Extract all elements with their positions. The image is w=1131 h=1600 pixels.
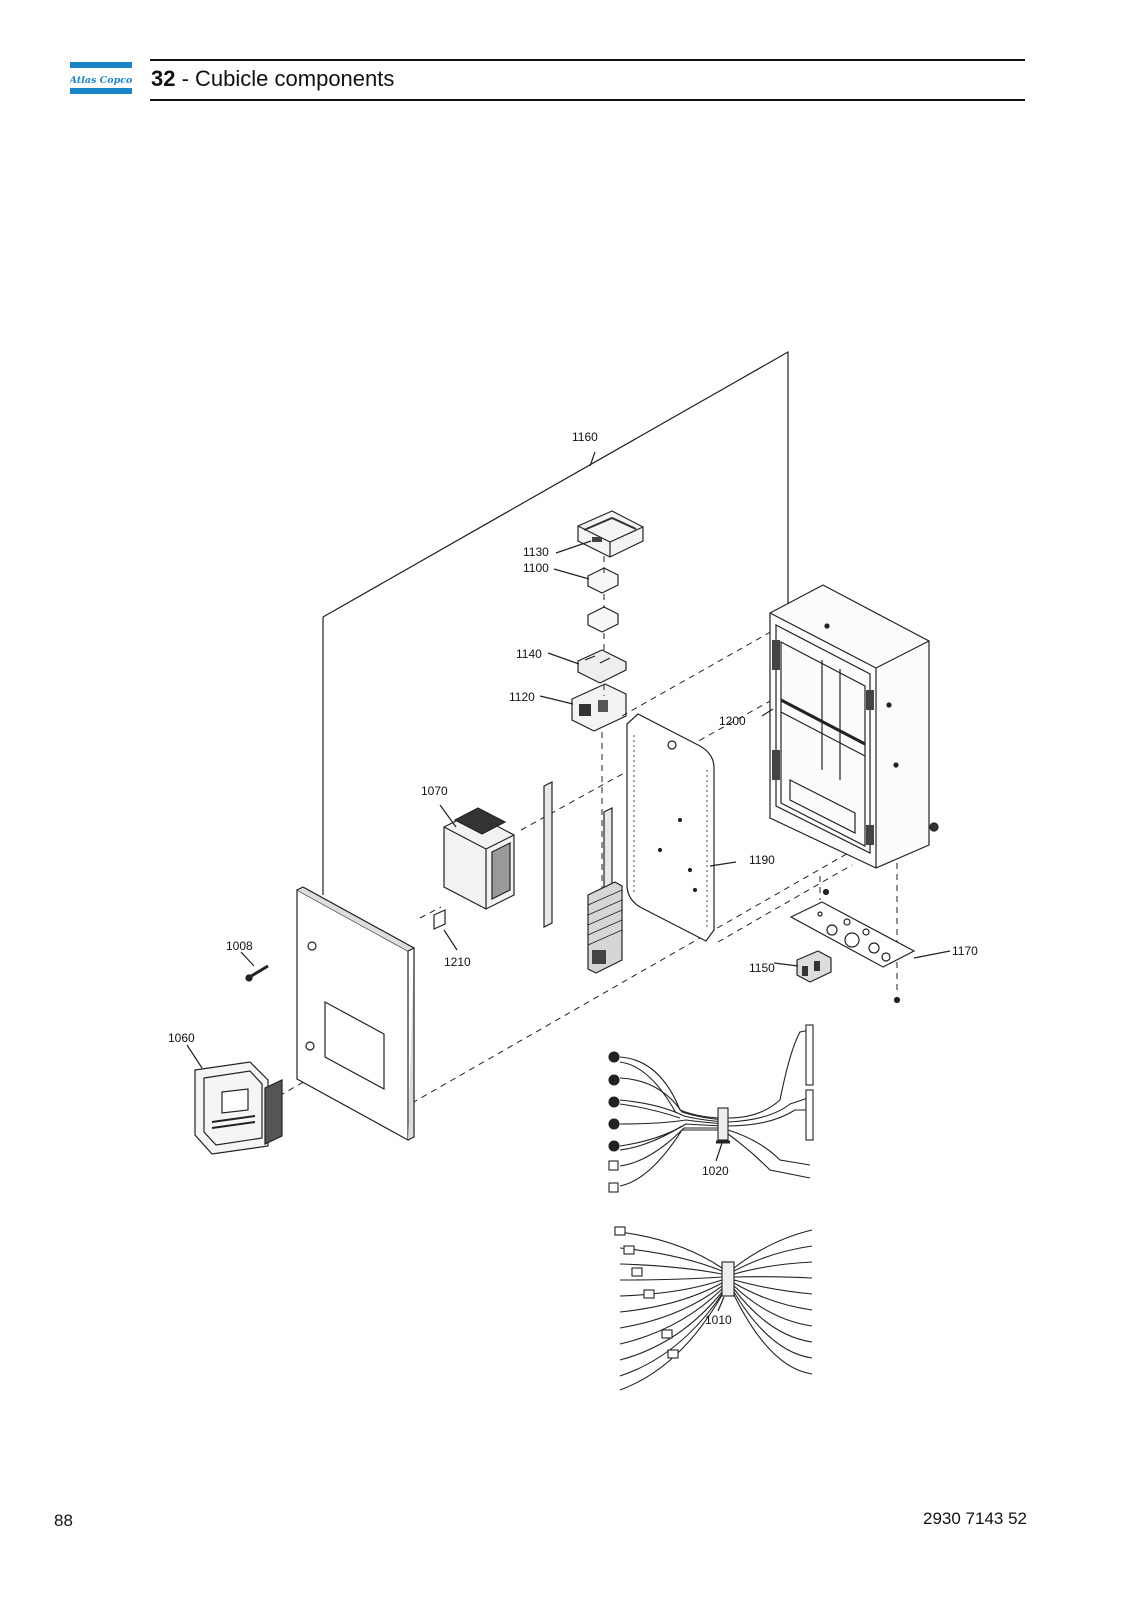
- wiring-harness-1010: [614, 1226, 813, 1391]
- leader-1008: [240, 951, 255, 967]
- callout-1200: 1200: [719, 714, 746, 728]
- leader-1140: [547, 652, 580, 665]
- callout-1210: 1210: [444, 955, 471, 969]
- page-number: 88: [54, 1511, 73, 1530]
- header-bottom-rule: [150, 99, 1025, 101]
- leader-1100: [553, 568, 590, 580]
- header-top-rule: [150, 59, 1025, 61]
- leader-1010: [717, 1296, 725, 1312]
- label-plate-1210: [433, 909, 446, 930]
- leader-1070: [439, 804, 457, 828]
- leader-1210: [443, 929, 458, 951]
- leader-1200: [761, 708, 774, 717]
- contactor-1120: [571, 683, 627, 732]
- section-title: Cubicle components: [195, 66, 395, 91]
- leader-1190: [709, 861, 737, 867]
- title-separator: -: [175, 66, 196, 91]
- gland-plate-1170: [789, 888, 916, 1004]
- callout-1190: 1190: [749, 853, 775, 867]
- callout-1170: 1170: [952, 944, 978, 958]
- logo-wordmark: Atlas Copco: [70, 75, 132, 86]
- callout-1140: 1140: [516, 647, 542, 661]
- connector-1150: [796, 950, 832, 983]
- wiring-harness-1020: [608, 1024, 814, 1193]
- callout-1100: 1100: [523, 561, 549, 575]
- bracket-1100: [587, 567, 619, 633]
- callout-1150: 1150: [749, 961, 775, 975]
- callout-1130: 1130: [523, 545, 549, 559]
- callout-1160: 1160: [572, 430, 598, 444]
- page-title: 32 - Cubicle components: [151, 66, 394, 92]
- callout-1008: 1008: [226, 939, 253, 953]
- door-panel: [296, 886, 416, 1142]
- leader-1020: [715, 1142, 723, 1162]
- frame-outline-1160: [322, 350, 789, 895]
- section-number: 32: [151, 66, 176, 91]
- leader-1060: [186, 1044, 203, 1069]
- key-1008: [245, 964, 269, 982]
- callout-1070: 1070: [421, 784, 448, 798]
- callout-1060: 1060: [168, 1031, 195, 1045]
- drive-unit-1070: [443, 807, 515, 910]
- leader-1120: [539, 695, 574, 705]
- callout-1010: 1010: [705, 1313, 732, 1327]
- leader-1150: [773, 962, 799, 967]
- leader-1170: [913, 950, 951, 959]
- callout-1120: 1120: [509, 690, 535, 704]
- atlas-copco-logo: Atlas Copco: [70, 62, 132, 94]
- mounting-plate-1190: [626, 713, 715, 942]
- controller-1060: [194, 1061, 283, 1155]
- din-rail-left: [543, 781, 553, 928]
- cabinet-1200: [769, 584, 939, 869]
- module-1130: [577, 510, 644, 558]
- leader-1130: [555, 540, 592, 554]
- document-number: 2930 7143 52: [923, 1509, 1027, 1528]
- terminal-1140: [577, 649, 627, 684]
- leader-1160: [589, 451, 596, 467]
- callout-1020: 1020: [702, 1164, 729, 1178]
- terminal-block-stack: [587, 881, 623, 974]
